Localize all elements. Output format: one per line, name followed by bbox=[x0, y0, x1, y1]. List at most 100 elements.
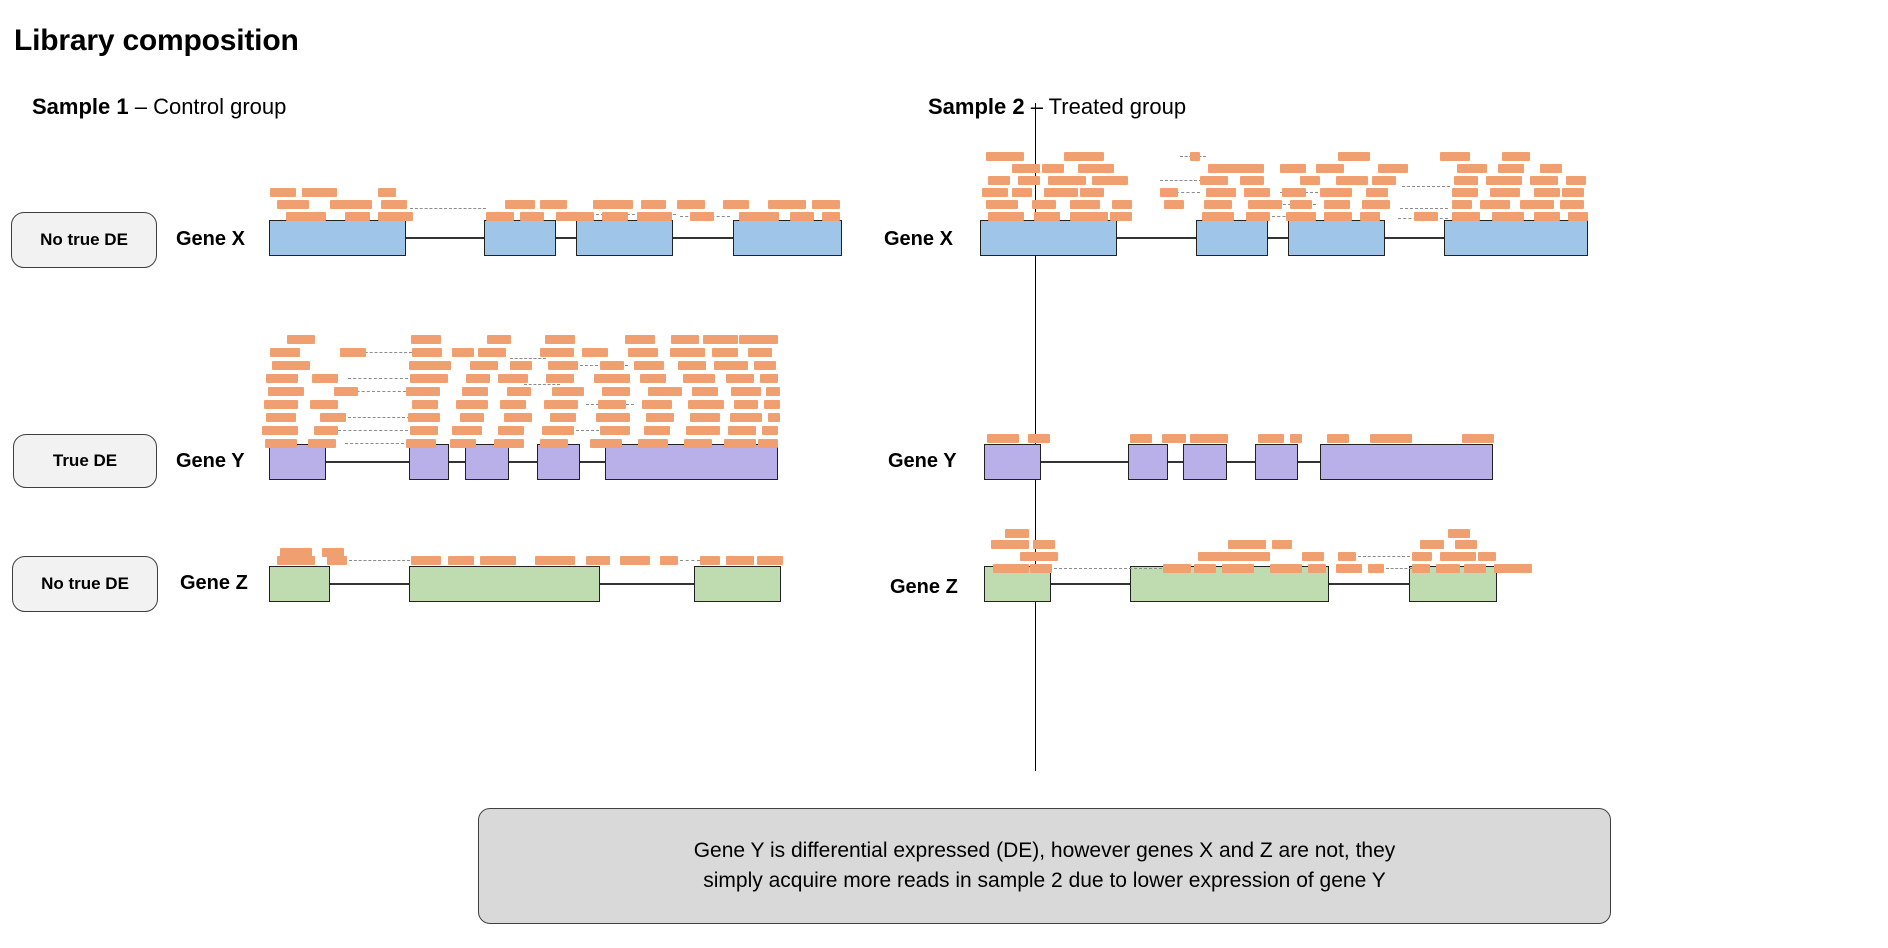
sequencing-read bbox=[1492, 212, 1524, 221]
sequencing-read bbox=[638, 439, 668, 448]
sequencing-read bbox=[334, 387, 358, 396]
sequencing-read bbox=[1324, 200, 1350, 209]
sequencing-read bbox=[498, 426, 524, 435]
sequencing-read bbox=[762, 426, 778, 435]
exon-block bbox=[269, 220, 406, 256]
sequencing-read bbox=[1228, 540, 1266, 549]
sequencing-read bbox=[714, 361, 748, 370]
sequencing-read bbox=[602, 212, 628, 221]
sequencing-read bbox=[993, 564, 1029, 573]
mate-pair-link bbox=[410, 208, 486, 209]
sequencing-read bbox=[739, 212, 779, 221]
sequencing-read bbox=[1454, 176, 1478, 185]
caption-line-2: simply acquire more reads in sample 2 du… bbox=[703, 869, 1386, 892]
sequencing-read bbox=[1455, 540, 1477, 549]
exon-block bbox=[733, 220, 842, 256]
intron-line bbox=[1298, 461, 1320, 463]
sequencing-read bbox=[1290, 434, 1302, 443]
sequencing-read bbox=[1286, 212, 1316, 221]
exon-block bbox=[1128, 444, 1168, 480]
mate-pair-link bbox=[341, 391, 406, 392]
sequencing-read bbox=[505, 200, 535, 209]
sequencing-read bbox=[1112, 200, 1132, 209]
sequencing-read bbox=[1258, 434, 1284, 443]
sequencing-read bbox=[1190, 152, 1200, 161]
sequencing-read bbox=[1208, 164, 1246, 173]
sequencing-read bbox=[582, 348, 608, 357]
sequencing-read bbox=[1222, 564, 1254, 573]
sequencing-read bbox=[466, 374, 490, 383]
sequencing-read bbox=[730, 413, 762, 422]
sequencing-read bbox=[766, 387, 780, 396]
sequencing-read bbox=[378, 188, 396, 197]
mate-pair-link bbox=[349, 560, 410, 561]
sequencing-read bbox=[988, 176, 1010, 185]
sequencing-read bbox=[277, 556, 315, 565]
badge-gene-z: No true DE bbox=[12, 556, 158, 612]
sequencing-read bbox=[1568, 212, 1588, 221]
sequencing-read bbox=[1033, 540, 1055, 549]
caption-box: Gene Y is differential expressed (DE), h… bbox=[478, 808, 1611, 924]
sequencing-read bbox=[1368, 564, 1384, 573]
gene-label-y-s1: Gene Y bbox=[176, 450, 245, 472]
sequencing-read bbox=[739, 335, 765, 344]
sequencing-read bbox=[266, 374, 298, 383]
caption-line-1: Gene Y is differential expressed (DE), h… bbox=[693, 839, 1396, 863]
sequencing-read bbox=[1327, 434, 1349, 443]
sequencing-read bbox=[1440, 552, 1476, 561]
mate-pair-link bbox=[1358, 556, 1410, 557]
sequencing-read bbox=[268, 387, 304, 396]
badge-label: True DE bbox=[52, 451, 118, 470]
sequencing-read bbox=[1534, 212, 1560, 221]
sequencing-read bbox=[1282, 188, 1306, 197]
sequencing-read bbox=[596, 413, 630, 422]
sequencing-read bbox=[1457, 164, 1487, 173]
sequencing-read bbox=[598, 400, 626, 409]
sequencing-read bbox=[1244, 164, 1264, 173]
sequencing-read bbox=[723, 200, 749, 209]
sequencing-read bbox=[634, 361, 664, 370]
mate-pair-link bbox=[1160, 180, 1202, 181]
sequencing-read bbox=[1480, 200, 1510, 209]
sequencing-read bbox=[270, 188, 296, 197]
sequencing-read bbox=[987, 434, 1019, 443]
sequencing-read bbox=[1462, 434, 1494, 443]
mate-pair-link bbox=[524, 384, 560, 385]
sequencing-read bbox=[1244, 188, 1270, 197]
sequencing-read bbox=[1498, 164, 1524, 173]
mate-pair-link bbox=[510, 358, 546, 359]
sequencing-read bbox=[678, 361, 706, 370]
sequencing-read bbox=[310, 400, 338, 409]
sequencing-read bbox=[1336, 564, 1362, 573]
sequencing-read bbox=[1163, 564, 1191, 573]
mate-pair-link bbox=[680, 560, 700, 561]
intron-line bbox=[406, 237, 484, 239]
intron-line bbox=[1385, 237, 1444, 239]
badge-label: No true DE bbox=[41, 574, 129, 593]
sequencing-read bbox=[754, 361, 776, 370]
sequencing-read bbox=[1316, 164, 1344, 173]
sequencing-read bbox=[487, 335, 511, 344]
sequencing-read bbox=[406, 439, 436, 448]
exon-block bbox=[1320, 444, 1493, 480]
sequencing-read bbox=[734, 400, 758, 409]
sequencing-read bbox=[456, 400, 488, 409]
sequencing-read bbox=[470, 361, 498, 370]
sequencing-read bbox=[1032, 200, 1056, 209]
sequencing-read bbox=[302, 188, 337, 197]
sequencing-read bbox=[670, 348, 705, 357]
sequencing-read bbox=[280, 548, 312, 557]
mate-pair-link bbox=[348, 417, 410, 418]
sequencing-read bbox=[1370, 434, 1412, 443]
mate-pair-link bbox=[1400, 208, 1448, 209]
exon-block bbox=[465, 444, 509, 480]
sequencing-read bbox=[450, 439, 476, 448]
sequencing-read bbox=[411, 335, 441, 344]
sequencing-read bbox=[1012, 188, 1032, 197]
sequencing-read bbox=[1034, 212, 1060, 221]
sequencing-read bbox=[640, 374, 666, 383]
sequencing-read bbox=[1078, 164, 1114, 173]
sequencing-read bbox=[544, 400, 578, 409]
sequencing-read bbox=[1540, 164, 1562, 173]
sequencing-read bbox=[812, 200, 840, 209]
